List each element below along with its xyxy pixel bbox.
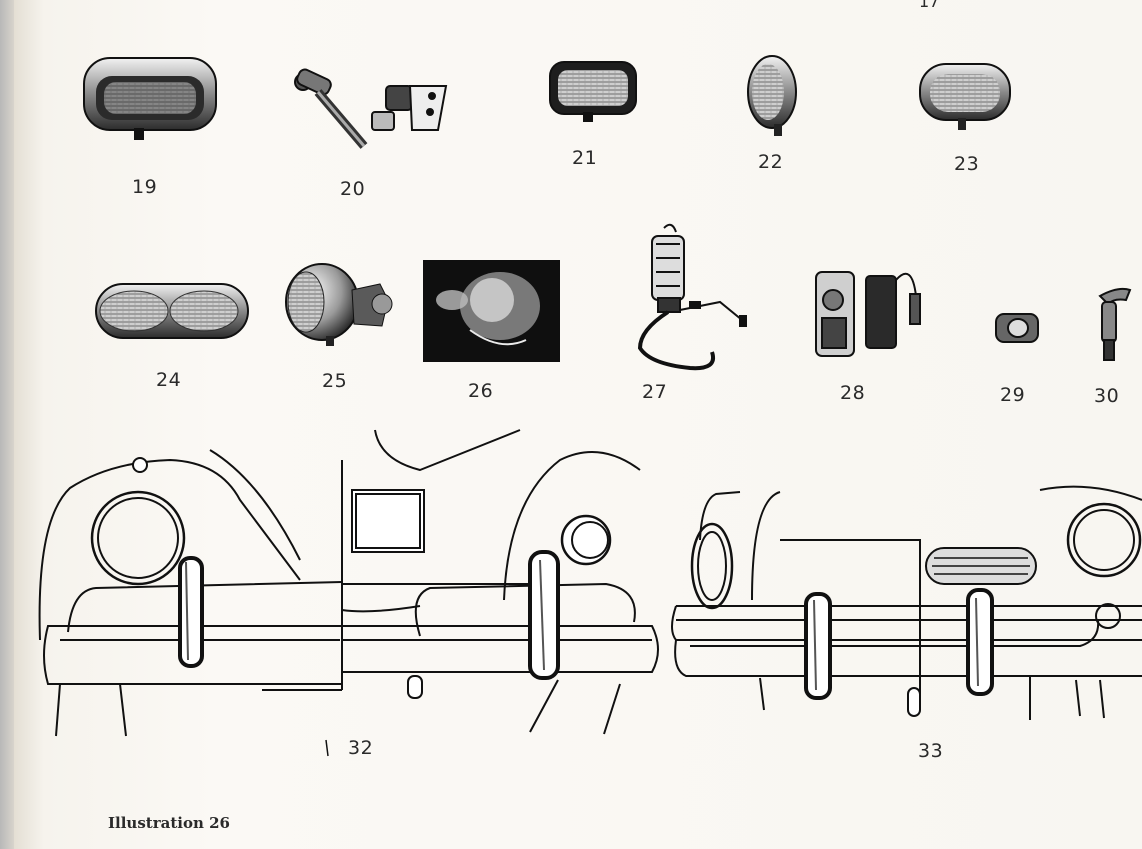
figure-number-33: 33 <box>918 740 944 762</box>
item-32-front-bumper-drawing-icon <box>38 429 659 737</box>
item-21-fog-lamp-icon <box>549 61 637 122</box>
figure-number-28: 28 <box>840 382 866 404</box>
figure-number-27: 27 <box>642 381 668 403</box>
figure-number-20: 20 <box>340 178 366 200</box>
item-29-clamp-icon <box>995 313 1039 343</box>
item-22-spot-lamp-icon <box>747 55 797 136</box>
figure-number-30: 30 <box>1094 385 1120 407</box>
illustration-caption: Illustration 26 <box>108 814 230 832</box>
figure-number-29: 29 <box>1000 384 1026 406</box>
item-19-fog-lamp-icon <box>83 57 217 140</box>
illustration-art <box>38 55 1142 757</box>
item-28-portable-lamp-icon <box>815 271 921 357</box>
item-26-lamp-photo-icon <box>423 260 560 362</box>
item-27-inspection-lamp-icon <box>637 223 747 371</box>
item-20-bracket-switch-icon <box>294 68 448 149</box>
figure-number-21: 21 <box>572 147 598 169</box>
figure-number-19: 19 <box>132 176 158 198</box>
item-33-front-bumper-drawing-icon <box>671 485 1142 720</box>
cut-off-number: 17 <box>919 0 940 11</box>
book-binding <box>0 0 14 849</box>
item-30-hook-bracket-icon <box>1098 287 1132 361</box>
item-25-bullet-lamp-icon <box>285 263 393 346</box>
item-24-double-lamp-icon <box>95 283 249 339</box>
figure-number-32: 32 <box>348 737 374 759</box>
figure-number-22: 22 <box>758 151 784 173</box>
figure-number-25: 25 <box>322 370 348 392</box>
catalog-page: 17 <box>14 0 1142 849</box>
figure-number-26: 26 <box>468 380 494 402</box>
figure-number-24: 24 <box>156 369 182 391</box>
figure-number-23: 23 <box>954 153 980 175</box>
item-23-fog-lamp-icon <box>919 63 1011 130</box>
